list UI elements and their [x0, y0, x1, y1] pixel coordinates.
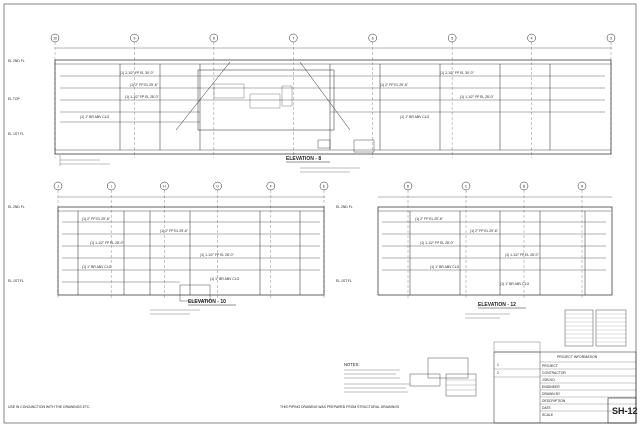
grid-bubble — [577, 181, 587, 191]
title-block-row-label: JOB NO. — [542, 378, 556, 382]
svg-text:(1) 2" FP EL 29'-6": (1) 2" FP EL 29'-6" — [380, 83, 409, 87]
grid-bubble-label: H — [163, 185, 166, 189]
grid-bubble — [447, 33, 457, 43]
svg-text:(1) 1" BR ABV CLG: (1) 1" BR ABV CLG — [210, 277, 240, 281]
grid-bubble — [160, 181, 169, 191]
elevation-right: D C B A (1) 2" FP EL 29'-6" (1) 2" FP EL 29… — [336, 181, 613, 319]
svg-text:(1) 1-1/2" FP EL 28'-0": (1) 1-1/2" FP EL 28'-0" — [460, 95, 495, 99]
svg-text:(1) 1-1/2" FP EL 28'-0": (1) 1-1/2" FP EL 28'-0" — [420, 241, 455, 245]
svg-text:(1) 2" FP EL 29'-6": (1) 2" FP EL 29'-6" — [82, 217, 111, 221]
svg-text:(1) 1" BR ABV CLG: (1) 1" BR ABV CLG — [80, 115, 110, 119]
title-block-row-label: DRAWN BY — [542, 392, 561, 396]
grid-bubble-label: 6 — [372, 37, 374, 41]
grid-bubble — [403, 181, 413, 191]
grid-bubble-label: 5 — [451, 37, 453, 41]
elevation-left: J I H G F E (1) 2" FP EL 29'-6" (1) 2" FP EL … — [8, 181, 329, 315]
legend-title: NOTES: — [344, 362, 360, 367]
grid-bubble-label: 3 — [610, 37, 612, 41]
elevation-10-title: ELEVATION - 10 — [188, 299, 226, 305]
grid-bubble — [368, 33, 377, 43]
bottom-center-note: THIS PIPING DRAWING WAS PREPARED FROM ST… — [280, 405, 400, 409]
grid-bubble — [50, 33, 60, 43]
svg-text:(1) 1-1/2" FP EL 28'-0": (1) 1-1/2" FP EL 28'-0" — [200, 253, 235, 257]
elevation-12-title: ELEVATION - 12 — [478, 302, 516, 308]
grid-bubble-label: J — [57, 185, 59, 189]
grid-bubble-label: F — [270, 185, 272, 189]
grid-bubble-label: B — [523, 185, 526, 189]
svg-text:(1) 1" BR ABV CLG: (1) 1" BR ABV CLG — [500, 282, 530, 286]
revision-number: 1 — [497, 363, 499, 367]
legend-notes: NOTES: — [344, 357, 477, 397]
grid-bubble-label: 9 — [133, 37, 135, 41]
level-label: EL TOP — [8, 97, 21, 101]
grid-bubble-label: I — [111, 185, 112, 189]
grid-bubble — [209, 33, 219, 43]
project-label: PROJECT INFORMATION — [557, 355, 598, 359]
grid-bubble-label: 10 — [53, 37, 57, 41]
grid-bubble — [130, 33, 139, 43]
svg-text:(1) 2-1/2" FP EL 30'-0": (1) 2-1/2" FP EL 30'-0" — [120, 71, 155, 75]
grid-bubble — [213, 181, 222, 191]
grid-bubble — [461, 181, 471, 191]
title-block-row-label: CONTRACTOR — [542, 371, 566, 375]
level-label: EL 2ND FL — [8, 59, 25, 63]
level-label: EL 1ST FL — [8, 132, 24, 136]
title-block-row-label: PROJECT — [542, 364, 558, 368]
svg-text:(1) 2" FP EL 29'-6": (1) 2" FP EL 29'-6" — [160, 229, 189, 233]
svg-text:(1) 1" BR ABV CLG: (1) 1" BR ABV CLG — [400, 115, 430, 119]
grid-bubble-label: 4 — [531, 37, 533, 41]
grid-bubble-label: 8 — [213, 37, 215, 41]
grid-bubble — [289, 33, 298, 43]
grid-bubble — [606, 33, 616, 43]
svg-text:(1) 2" FP EL 29'-6": (1) 2" FP EL 29'-6" — [130, 83, 159, 87]
level-label: EL 2ND FL — [8, 205, 25, 209]
svg-text:(1) 1" BR ABV CLG: (1) 1" BR ABV CLG — [430, 265, 460, 269]
elevation-8-title: ELEVATION - 8 — [286, 156, 321, 162]
grid-bubble — [519, 181, 529, 191]
title-block-row-label: ENGINEER — [542, 385, 560, 389]
svg-text:(1) 1-1/2" FP EL 28'-0": (1) 1-1/2" FP EL 28'-0" — [125, 95, 160, 99]
svg-text:(1) 2-1/2" FP EL 30'-0": (1) 2-1/2" FP EL 30'-0" — [440, 71, 475, 75]
grid-bubble-label: C — [465, 185, 468, 189]
grid-bubble — [53, 181, 63, 191]
revision-number: 2 — [497, 371, 499, 375]
grid-bubble — [266, 181, 276, 191]
elevation-top: 10 9 8 7 6 5 4 3 — [8, 33, 616, 173]
level-label: EL 1ST FL — [8, 279, 24, 283]
title-block-row-label: DATE — [542, 406, 552, 410]
sheet-number: SH-12 — [612, 406, 638, 416]
grid-bubble — [527, 33, 536, 43]
title-block-row-label: SCALE — [542, 413, 554, 417]
svg-text:(1) 2" FP EL 29'-6": (1) 2" FP EL 29'-6" — [415, 217, 444, 221]
title-block-row-label: DESCRIPTION — [542, 399, 566, 403]
svg-text:(1) 1-1/2" FP EL 28'-0": (1) 1-1/2" FP EL 28'-0" — [90, 241, 125, 245]
level-label: EL 1ST FL — [336, 279, 352, 283]
level-label: EL 2ND FL — [336, 205, 353, 209]
grid-bubble-label: A — [581, 185, 584, 189]
sheet-border — [3, 3, 637, 424]
grid-bubble-label: E — [323, 185, 326, 189]
svg-text:(1) 1-1/2" FP EL 28'-0": (1) 1-1/2" FP EL 28'-0" — [505, 253, 540, 257]
grid-bubble — [106, 181, 116, 191]
title-block: PROJECT INFORMATION PROJECT CONTRACTOR JOB… — [493, 309, 638, 424]
grid-bubble-label: D — [407, 185, 410, 189]
svg-text:(1) 2" FP EL 29'-6": (1) 2" FP EL 29'-6" — [470, 229, 499, 233]
grid-bubble — [319, 181, 329, 191]
svg-text:(1) 1" BR ABV CLG: (1) 1" BR ABV CLG — [82, 265, 112, 269]
bottom-left-note: USE IN CONJUNCTION WITH THE DRAWINGS ETC… — [8, 405, 90, 409]
grid-bubble-label: 7 — [292, 37, 294, 41]
grid-bubble-label: G — [216, 185, 219, 189]
